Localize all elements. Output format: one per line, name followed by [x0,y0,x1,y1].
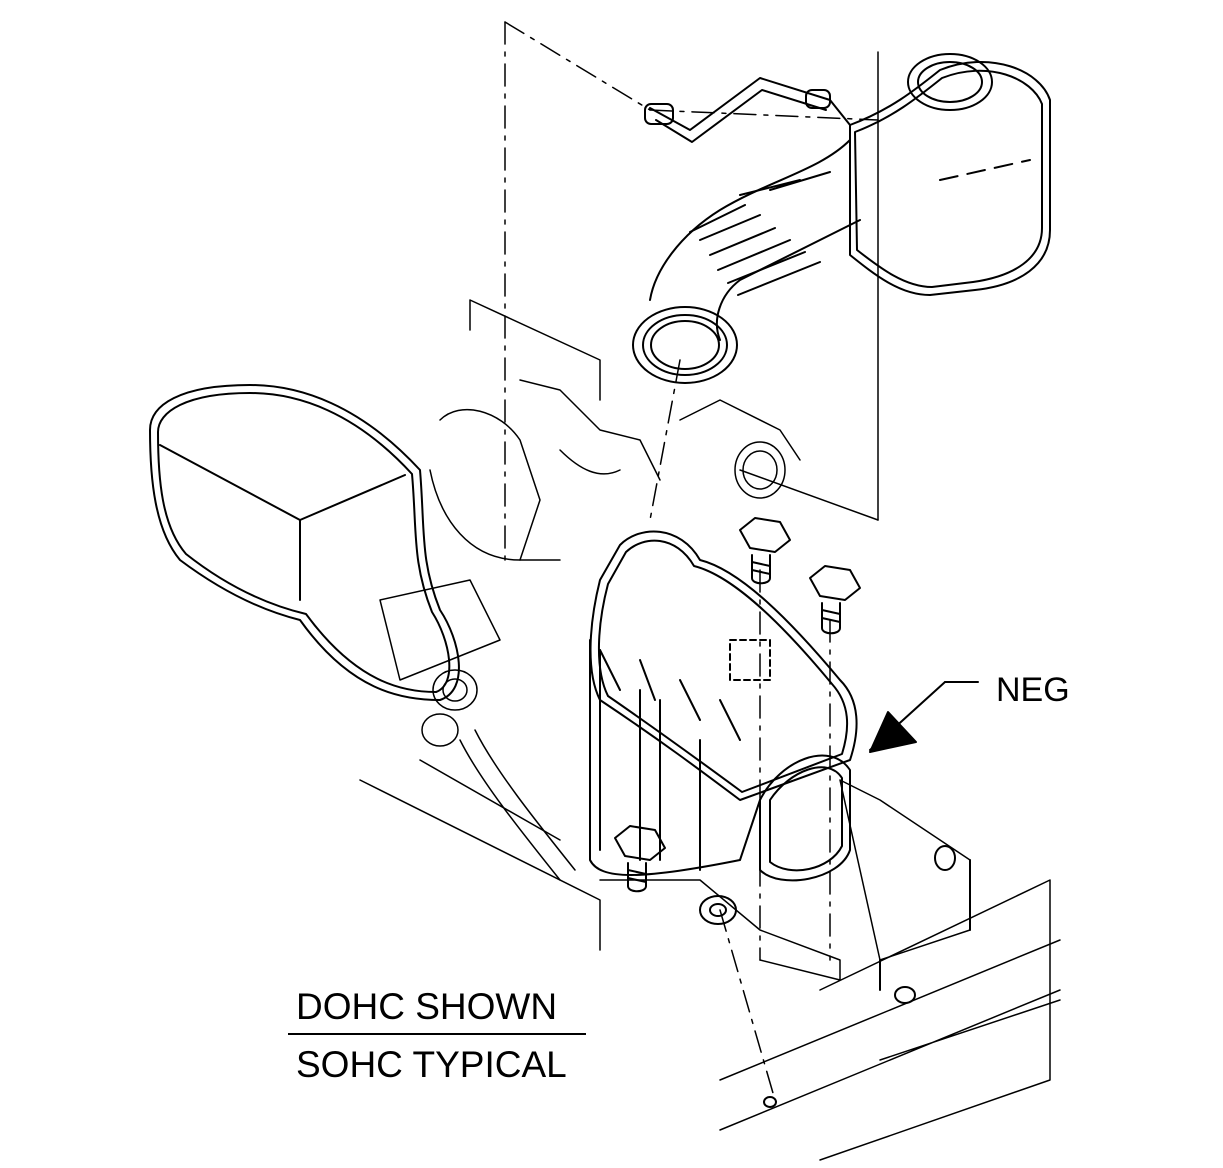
rear-resonator [849,53,1051,296]
bolt-upper-left [739,517,791,585]
caption-shown: DOHC SHOWN [296,986,558,1027]
breather-hose [644,77,851,143]
bolt-lower [614,825,666,893]
caption-divider [288,1033,586,1035]
neg-pointer [869,681,979,753]
air-cleaner-housing [589,530,858,882]
bolt-upper-right [809,565,861,635]
intake-duct [632,139,861,384]
mounting-grommet [699,895,777,1108]
engine-block [359,299,1061,1161]
reference-planes [504,21,879,1101]
front-resonator [149,384,460,701]
battery [839,779,971,1004]
neg-terminal-label: NEG [996,671,1070,709]
throttle-cable [421,669,576,881]
caption-typical: SOHC TYPICAL [296,1044,567,1085]
